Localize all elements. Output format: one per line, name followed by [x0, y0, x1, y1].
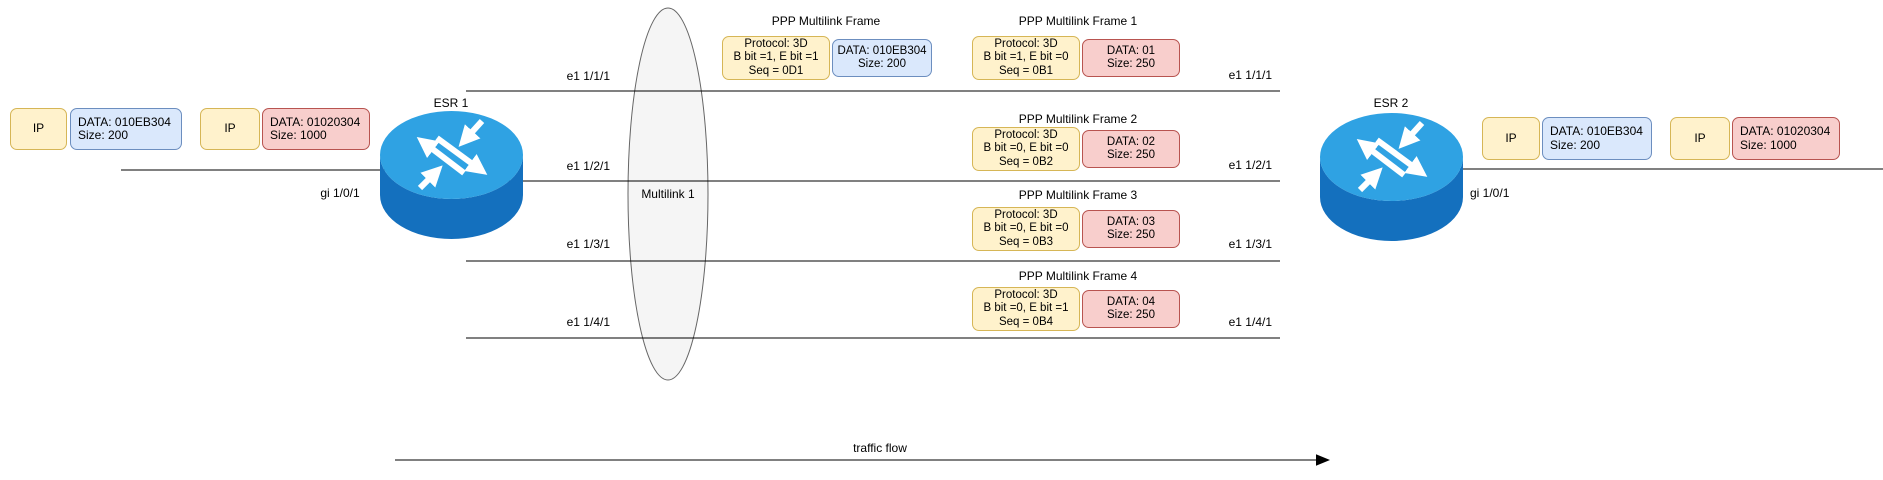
link3-right-port-label: e1 1/3/1: [1228, 237, 1272, 251]
fragment2-data-box: DATA: 02 Size: 250: [1082, 130, 1180, 168]
link3-left-port-label: e1 1/3/1: [566, 237, 610, 251]
right-ip-box: IP: [1482, 117, 1540, 160]
fragment1-data-box: DATA: 01 Size: 250: [1082, 39, 1180, 77]
fragment4-data-box: DATA: 04 Size: 250: [1082, 290, 1180, 328]
traffic-flow-label: traffic flow: [853, 441, 907, 455]
left-ip-box: IP: [10, 108, 67, 150]
router-esr2-icon: [1320, 113, 1463, 241]
fragment1-header-box: Protocol: 3D B bit =1, E bit =0 Seq = 0B…: [972, 36, 1080, 80]
left-data-box-large: DATA: 01020304 Size: 1000: [262, 108, 370, 150]
link1-left-port-label: e1 1/1/1: [566, 69, 610, 83]
link2-right-port-label: e1 1/2/1: [1228, 158, 1272, 172]
esr1-label: ESR 1: [433, 96, 469, 110]
left-ip-box-2: IP: [200, 108, 260, 150]
fragment2-title: PPP Multilink Frame 2: [1018, 112, 1138, 126]
link4-right-port-label: e1 1/4/1: [1228, 315, 1272, 329]
fragment1-title: PPP Multilink Frame 1: [1018, 14, 1138, 28]
fragment4-header-box: Protocol: 3D B bit =0, E bit =1 Seq = 0B…: [972, 287, 1080, 331]
link4-left-port-label: e1 1/4/1: [566, 315, 610, 329]
fragment2-header-box: Protocol: 3D B bit =0, E bit =0 Seq = 0B…: [972, 127, 1080, 171]
right-ip-box-2: IP: [1670, 117, 1730, 160]
fragment3-header-box: Protocol: 3D B bit =0, E bit =0 Seq = 0B…: [972, 207, 1080, 251]
left-gi-port-label: gi 1/0/1: [320, 186, 360, 200]
right-data-box-small: DATA: 010EB304 Size: 200: [1542, 117, 1652, 160]
multilink-bundle-ellipse: [627, 7, 709, 381]
router-esr1-icon: [380, 111, 523, 239]
left-data-box-small: DATA: 010EB304 Size: 200: [70, 108, 182, 150]
original-frame-title: PPP Multilink Frame: [771, 14, 881, 28]
link2-left-port-label: e1 1/2/1: [566, 159, 610, 173]
link1-right-port-label: e1 1/1/1: [1228, 68, 1272, 82]
fragment3-title: PPP Multilink Frame 3: [1018, 188, 1138, 202]
fragment4-title: PPP Multilink Frame 4: [1018, 269, 1138, 283]
multilink-label: Multilink 1: [641, 187, 695, 201]
right-gi-port-label: gi 1/0/1: [1470, 186, 1510, 200]
right-data-box-large: DATA: 01020304 Size: 1000: [1732, 117, 1840, 160]
original-frame-data-box: DATA: 010EB304 Size: 200: [832, 39, 932, 77]
fragment3-data-box: DATA: 03 Size: 250: [1082, 210, 1180, 248]
esr2-label: ESR 2: [1373, 96, 1409, 110]
traffic-flow-arrowhead: [1316, 454, 1330, 466]
original-frame-header-box: Protocol: 3D B bit =1, E bit =1 Seq = 0D…: [722, 36, 830, 80]
